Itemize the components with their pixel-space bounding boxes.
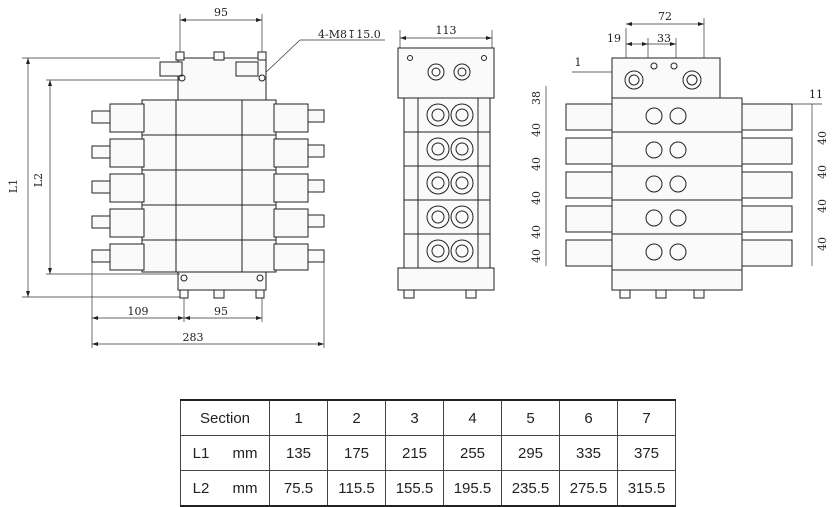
table-cell: 135 (269, 435, 328, 471)
dim-right-pitch-4: 40 (816, 237, 829, 251)
dim-overall-width: 283 (183, 331, 204, 344)
table-row: L2 mm 75.5 115.5 155.5 195.5 235.5 275.5… (180, 470, 676, 507)
table-header-cell: 6 (559, 399, 618, 436)
rear-view: 72 19 33 1 (530, 10, 829, 299)
bolt-note: 4-M8↧15.0 (318, 28, 381, 41)
dim-section-pitch-5: 40 (530, 249, 543, 263)
dim-section-pitch-4: 40 (530, 225, 543, 239)
dim-l1: L1 (7, 179, 20, 193)
dim-right-offset-a: 19 (607, 32, 621, 45)
table-header-row: Section 1 2 3 4 5 6 7 (180, 399, 676, 436)
technical-drawing: 95 4-M8↧15.0 (7, 6, 829, 348)
side-view: 113 (397, 24, 495, 299)
dim-top-width: 95 (214, 6, 228, 19)
section-length-table: Section 1 2 3 4 5 6 7 L1 mm 135 175 215 … (180, 399, 676, 507)
table-cell: 115.5 (327, 470, 386, 507)
table-cell: 335 (559, 435, 618, 471)
front-sections (91, 103, 325, 271)
dim-right-top-height: 38 (530, 91, 543, 105)
table-cell: 295 (501, 435, 560, 471)
table-header-cell: 7 (617, 399, 676, 436)
dim-bottom-right: 95 (214, 305, 228, 318)
table-cell: 235.5 (501, 470, 560, 507)
table-header-cell: 5 (501, 399, 560, 436)
table-cell: 215 (385, 435, 444, 471)
row-label: L2 (180, 470, 221, 507)
dim-right-pitch-2: 40 (816, 165, 829, 179)
row-unit: mm (221, 435, 270, 471)
table-cell: 275.5 (559, 470, 618, 507)
table-header-cell: 3 (385, 399, 444, 436)
table-cell: 255 (443, 435, 502, 471)
dim-right-side-offset: 11 (809, 88, 823, 101)
dim-right-overall: 72 (658, 10, 672, 23)
table-header-cell: 1 (269, 399, 328, 436)
table-cell: 315.5 (617, 470, 676, 507)
side-connectors (426, 103, 474, 263)
dim-section-pitch-1: 40 (530, 123, 543, 137)
table-cell: 375 (617, 435, 676, 471)
dim-l2: L2 (32, 173, 45, 187)
front-view: 95 4-M8↧15.0 (7, 6, 385, 348)
table-cell: 155.5 (385, 470, 444, 507)
table-row: L1 mm 135 175 215 255 295 335 375 (180, 435, 676, 471)
dim-right-pitch-1: 40 (816, 131, 829, 145)
dim-middle-width: 113 (436, 24, 457, 37)
dim-right-pitch-3: 40 (816, 199, 829, 213)
dim-section-pitch-2: 40 (530, 157, 543, 171)
dim-section-pitch-3: 40 (530, 191, 543, 205)
row-unit: mm (221, 470, 270, 507)
table-cell: 195.5 (443, 470, 502, 507)
table-header-label: Section (180, 399, 270, 436)
rear-sections (565, 103, 793, 267)
dim-bottom-left: 109 (128, 305, 149, 318)
dim-right-gap: 1 (575, 56, 582, 69)
table-cell: 75.5 (269, 470, 328, 507)
row-label: L1 (180, 435, 221, 471)
table-header-cell: 4 (443, 399, 502, 436)
dim-right-offset-b: 33 (657, 32, 671, 45)
table-cell: 175 (327, 435, 386, 471)
table-header-cell: 2 (327, 399, 386, 436)
